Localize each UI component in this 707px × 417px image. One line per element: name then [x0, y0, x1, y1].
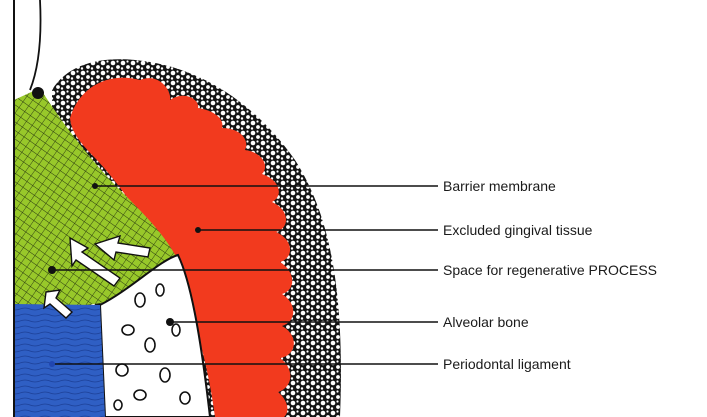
label-barrier-membrane: Barrier membrane	[443, 178, 556, 194]
suture-knot	[32, 87, 44, 99]
label-periodontal-ligament: Periodontal ligament	[443, 356, 571, 372]
tooth-crown-outline	[30, 0, 41, 90]
periodontal-ligament	[14, 304, 105, 417]
label-excluded-gingival-tissue: Excluded gingival tissue	[443, 222, 593, 238]
label-regenerative-space: Space for regenerative PROCESS	[443, 262, 657, 278]
label-alveolar-bone: Alveolar bone	[443, 314, 529, 330]
